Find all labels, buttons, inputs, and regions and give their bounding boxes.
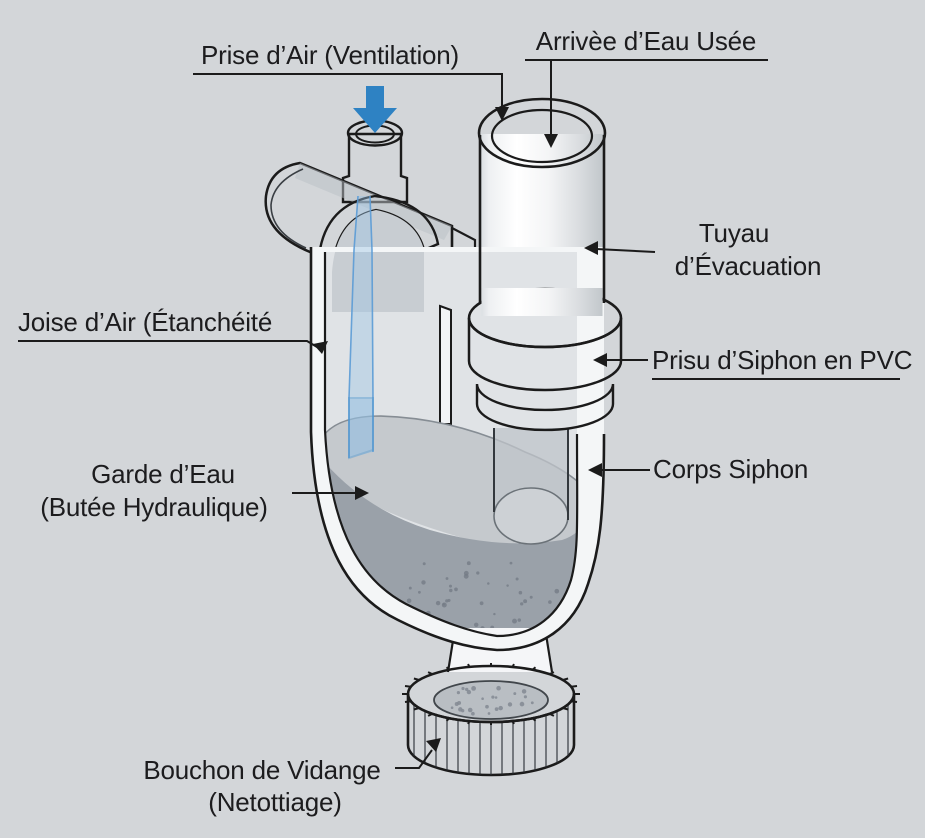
body-wall (309, 247, 606, 652)
pvc-collar (467, 135, 623, 432)
cap-ribs (413, 702, 569, 775)
leader-prise-air (193, 73, 503, 112)
branch-top-facet (295, 163, 452, 240)
cap-opening (433, 680, 549, 720)
label-arrivee-eau: Arrivèe d’Eau Usée (536, 26, 756, 56)
label-tuyau-line1: Tuyau (699, 218, 769, 248)
label-garde-eau-line2: (Butée Hydraulique) (40, 492, 267, 522)
cap-knurls (402, 663, 580, 725)
leader-tuyau (595, 248, 656, 253)
stream-tip (348, 397, 374, 460)
vent-pipe (341, 86, 409, 204)
drain-cap (402, 663, 580, 777)
dip-tube-mouth (493, 487, 569, 545)
branch-end-cap (270, 168, 307, 249)
label-corps-siphon: Corps Siphon (653, 454, 808, 484)
flow-down-arrow-icon (353, 86, 397, 133)
pipe-inner-opening (490, 108, 594, 164)
collar-lower-ring (475, 383, 615, 432)
label-bouchon-line1: Bouchon de Vidange (143, 755, 380, 785)
label-bouchon-line2: (Netottiage) (208, 787, 341, 817)
label-garde-eau-line1: Garde d’Eau (91, 459, 235, 489)
labels: Prise d’Air (Ventilation) Arrivèe d’Eau … (18, 26, 912, 817)
leader-joise (18, 340, 318, 348)
leader-bouchon (395, 749, 433, 769)
label-prisu-siphon: Prisu d’Siphon en PVC (652, 345, 912, 375)
cap-sediment-dots (450, 685, 534, 716)
label-tuyau-line2: d’Évacuation (675, 251, 821, 281)
pipe-outer-rim (477, 97, 607, 169)
water-stream (348, 195, 374, 460)
label-joise-air: Joise d’Air (Étanchéité (18, 307, 272, 337)
inner-partition (439, 304, 452, 425)
leader-lines (18, 59, 900, 769)
label-prise-air: Prise d’Air (Ventilation) (201, 40, 459, 70)
